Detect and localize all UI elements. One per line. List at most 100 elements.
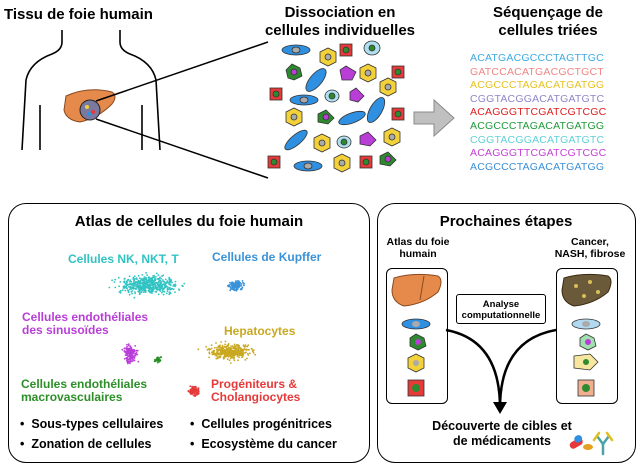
dissociation-title-line1: Dissociation en	[284, 4, 396, 21]
next-steps-panel	[377, 203, 636, 463]
cluster-label-sinusoidal-line2: des sinusoïdes	[22, 323, 109, 337]
sequencing-title-line1: Séquençage de	[492, 4, 604, 21]
left-panel-label-line2: humain	[399, 248, 437, 260]
umap-point	[123, 281, 126, 284]
umap-point	[235, 284, 237, 286]
umap-point	[171, 281, 174, 284]
umap-point	[231, 345, 234, 347]
umap-point	[164, 278, 167, 281]
umap-point	[146, 286, 149, 289]
umap-point	[129, 279, 132, 281]
right-panel-label: Cancer, NASH, fibrose	[546, 236, 634, 260]
umap-point	[210, 344, 213, 346]
bullet-text: Cellules progénitrices	[201, 417, 332, 431]
umap-point	[131, 290, 134, 292]
umap-point	[162, 274, 165, 277]
umap-point	[163, 281, 166, 283]
discovery-label: Découverte de cibles et de médicaments	[418, 419, 586, 449]
umap-point	[226, 358, 229, 361]
umap-point	[220, 347, 223, 350]
umap-point	[155, 359, 158, 361]
umap-point	[129, 354, 132, 357]
umap-point	[237, 359, 239, 362]
umap-point	[133, 285, 136, 287]
umap-point	[232, 346, 235, 349]
umap-point	[131, 292, 134, 295]
umap-point	[159, 283, 161, 286]
umap-point	[123, 280, 126, 283]
umap-point	[133, 359, 135, 362]
umap-point	[156, 284, 159, 286]
umap-point	[113, 281, 116, 283]
umap-point	[169, 280, 172, 283]
umap-point	[174, 280, 177, 283]
umap-point	[133, 275, 136, 278]
umap-point	[126, 345, 128, 348]
umap-point	[132, 350, 134, 353]
analysis-label-line2: computationnelle	[461, 310, 541, 321]
umap-point	[133, 355, 136, 357]
umap-point	[129, 362, 131, 365]
umap-point	[214, 352, 217, 355]
dissociation-title: Dissociation en cellules individuelles	[230, 4, 450, 40]
sequence-row: CGGTACGGACATGATGTC	[470, 92, 605, 105]
umap-point	[126, 350, 129, 353]
umap-point	[240, 284, 243, 287]
umap-point	[131, 354, 134, 357]
umap-point	[254, 353, 257, 356]
umap-point	[127, 362, 129, 365]
umap-point	[162, 290, 164, 293]
umap-point	[127, 285, 130, 288]
umap-point	[238, 284, 241, 287]
arrow-head-icon	[493, 402, 507, 414]
sequence-row: GATCCACATGACGCTGCT	[470, 65, 604, 78]
next-steps-title: Prochaines étapes	[439, 213, 573, 230]
umap-point	[167, 286, 169, 289]
umap-point	[230, 356, 233, 358]
umap-point	[134, 345, 137, 347]
umap-point	[136, 349, 139, 352]
umap-point	[135, 353, 137, 355]
umap-point	[229, 355, 232, 357]
umap-point	[232, 287, 234, 289]
umap-point	[135, 351, 138, 354]
bullet-item: • Sous-types cellulaires	[20, 417, 164, 431]
dissociated-cells	[267, 40, 405, 173]
umap-point	[163, 290, 166, 293]
umap-point	[135, 285, 138, 288]
umap-point	[134, 292, 137, 295]
umap-point	[124, 289, 127, 292]
umap-point	[192, 385, 195, 388]
process-arrow-icon	[413, 98, 455, 138]
umap-point	[216, 346, 219, 349]
umap-point	[168, 291, 171, 294]
umap-point	[235, 353, 237, 356]
cluster-label-progenitors: Progéniteurs & Cholangiocytes	[211, 378, 300, 404]
umap-point	[128, 283, 131, 286]
umap-point	[148, 283, 151, 285]
umap-point	[220, 352, 223, 355]
cluster-label-hepatocytes: Hepatocytes	[224, 324, 296, 338]
bullet-text: Sous-types cellulaires	[31, 417, 164, 431]
umap-point	[194, 395, 197, 398]
umap-point	[158, 358, 161, 360]
umap-point	[189, 385, 192, 388]
umap-point	[172, 285, 175, 287]
umap-point	[246, 345, 249, 348]
umap-point	[148, 285, 151, 288]
umap-point	[231, 350, 234, 353]
umap-point	[242, 352, 245, 354]
liver-magnifier-icon	[79, 99, 101, 121]
umap-point	[159, 360, 161, 362]
sequence-row: ACGCCCTAGACATGATGG	[470, 160, 605, 173]
umap-point	[149, 277, 152, 280]
umap-point	[131, 360, 134, 363]
umap-point	[239, 353, 242, 356]
umap-point	[144, 291, 147, 293]
umap-point	[152, 280, 155, 282]
umap-point	[229, 357, 232, 360]
umap-point	[226, 348, 229, 351]
umap-point	[227, 344, 230, 347]
